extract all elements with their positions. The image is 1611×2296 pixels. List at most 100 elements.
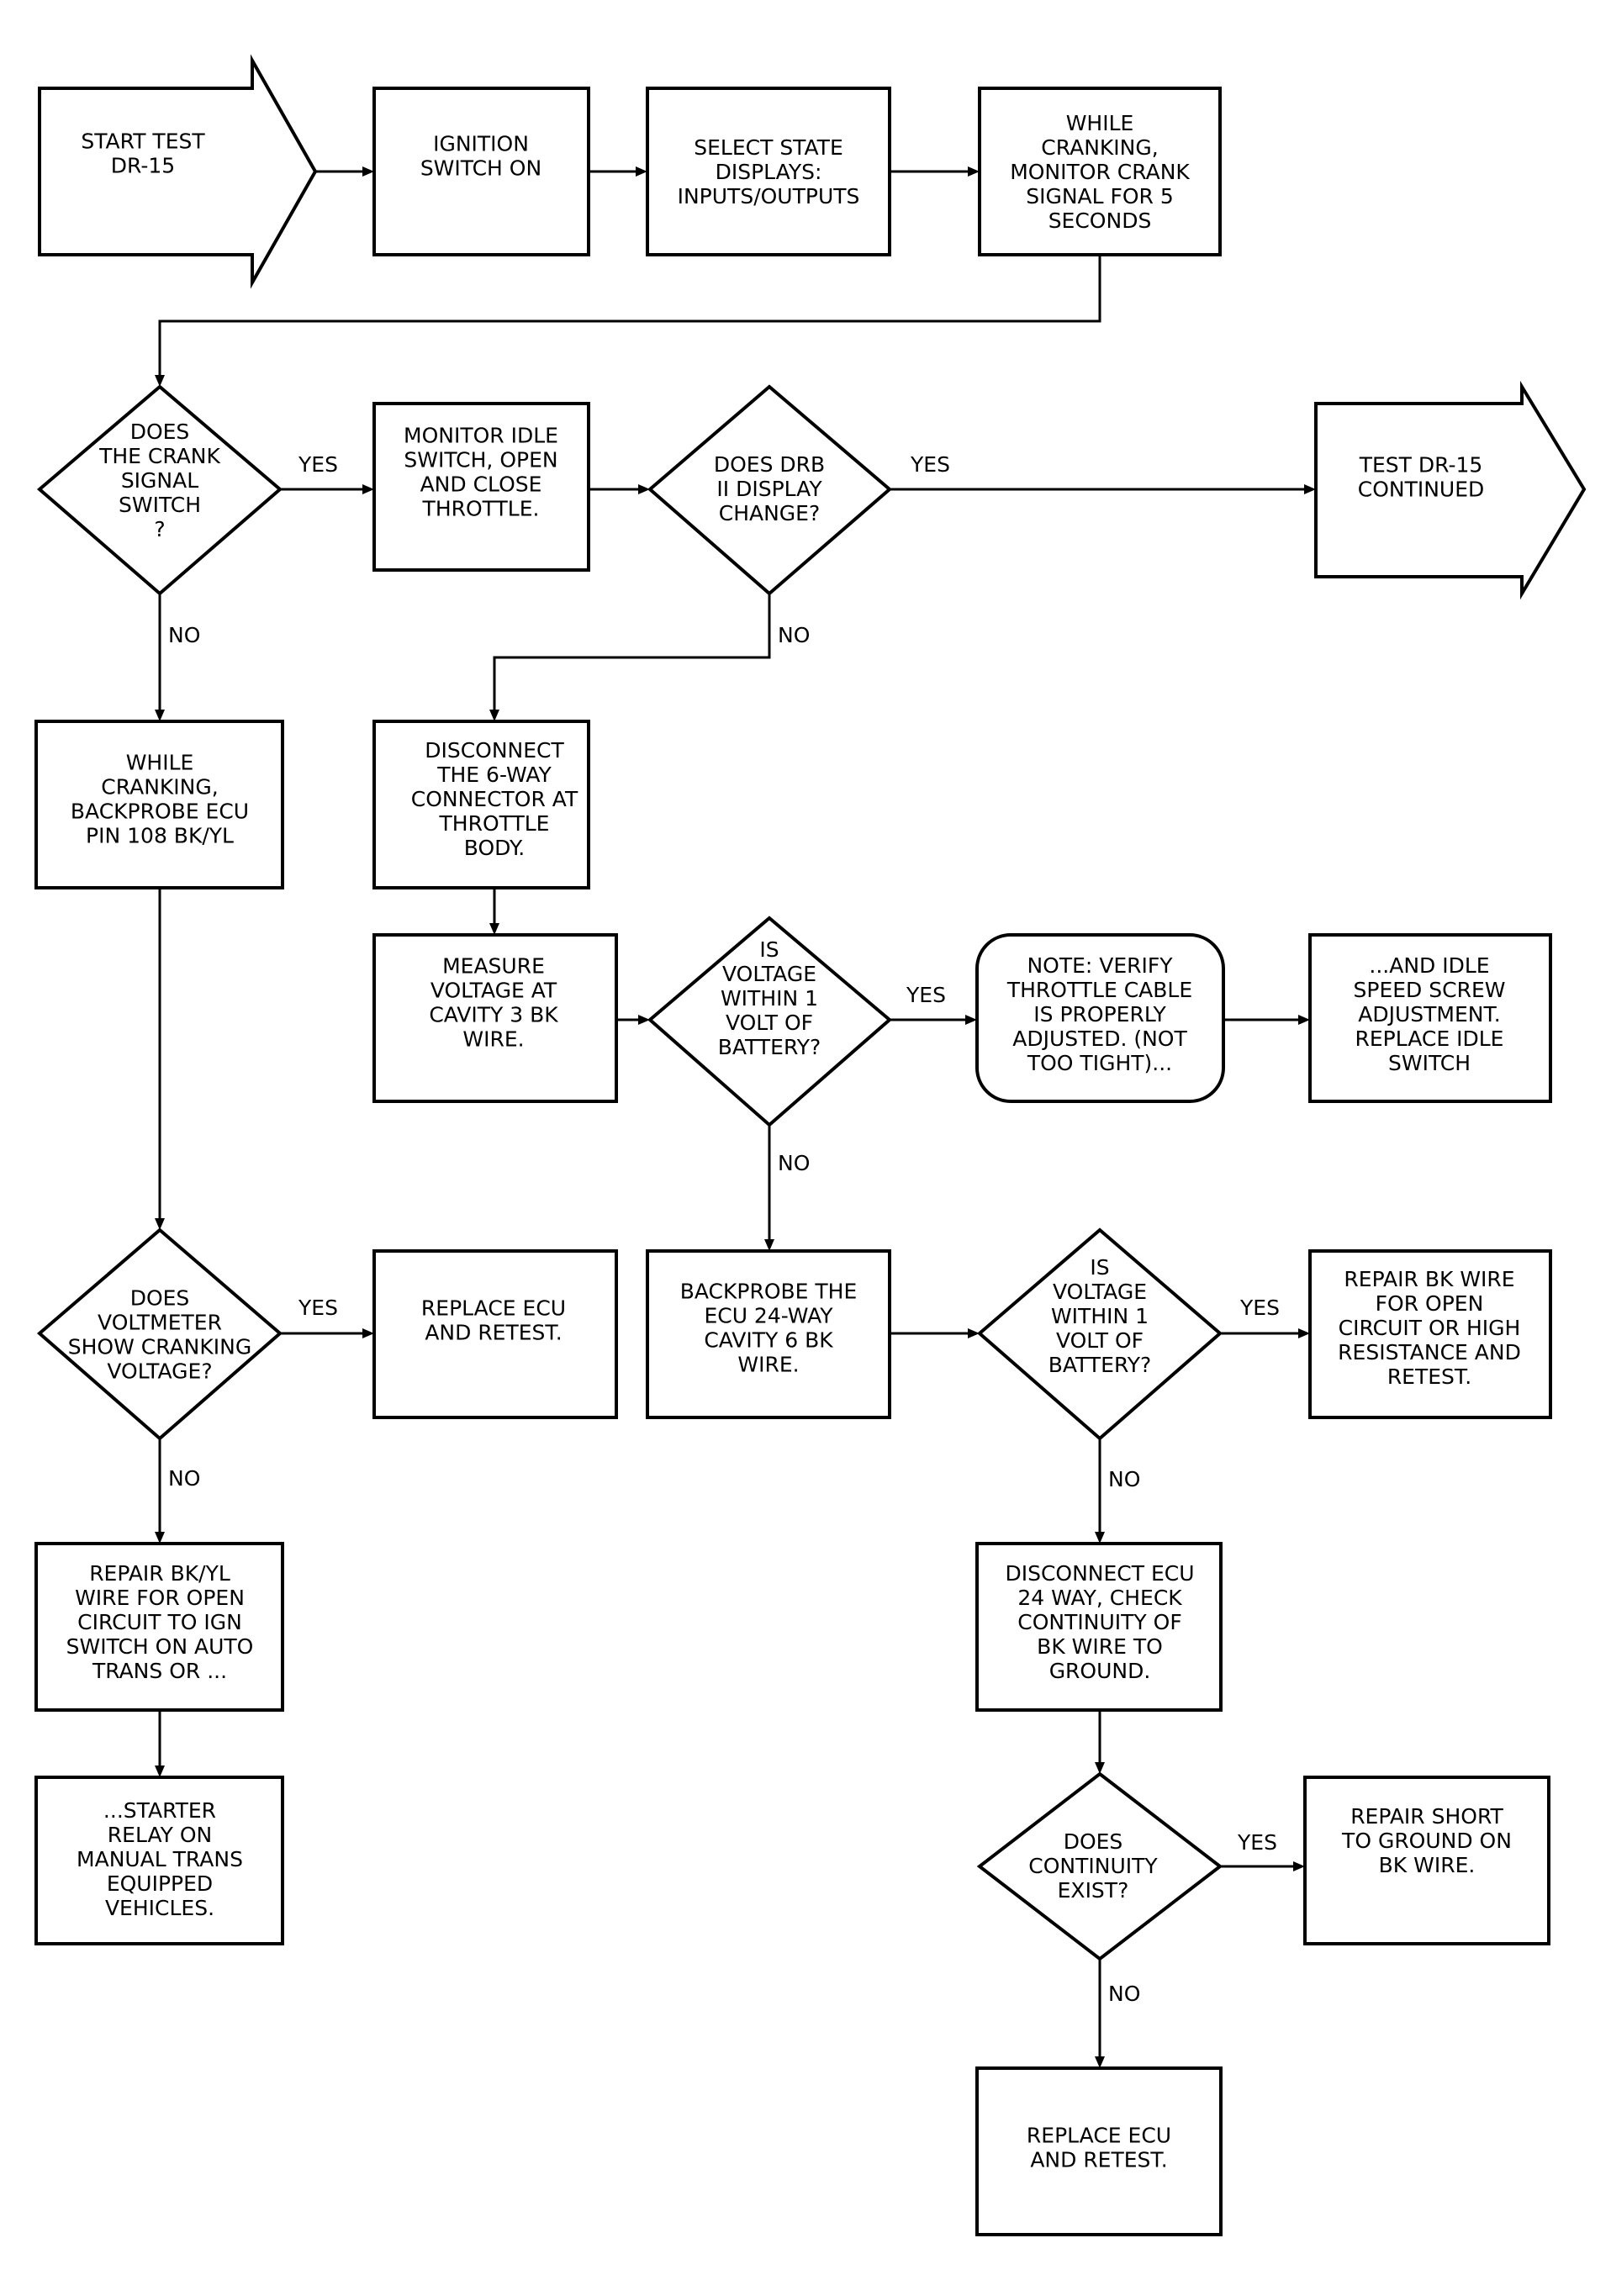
- replace-ecu-2-text-line: REPLACE ECU: [1027, 2124, 1171, 2148]
- crank-signal-decision-text-line: DOES: [130, 420, 190, 444]
- select-state-text-line: INPUTS/OUTPUTS: [678, 184, 860, 208]
- crank-signal-decision-text-line: ?: [154, 517, 165, 541]
- voltage2-decision-text-line: IS: [1090, 1255, 1109, 1280]
- replace-ecu-1-text-line: REPLACE ECU: [421, 1296, 566, 1321]
- voltage2-decision-text-line: BATTERY?: [1048, 1353, 1152, 1377]
- repair-short-text-line: TO GROUND ON: [1341, 1829, 1512, 1853]
- monitor-crank-text-line: CRANKING,: [1041, 135, 1158, 160]
- starter-relay-text-line: RELAY ON: [108, 1823, 212, 1847]
- disconnect-ecu24-text-line: DISCONNECT ECU: [1005, 1561, 1194, 1586]
- connector-drb-no: [493, 594, 771, 712]
- backprobe-108-text-line: BACKPROBE ECU: [71, 800, 249, 824]
- disconnect-ecu24-text-line: BK WIRE TO: [1037, 1634, 1163, 1659]
- backprobe-24way-text-line: WIRE.: [737, 1353, 799, 1377]
- repair-bkyl-text-line: WIRE FOR OPEN: [75, 1586, 245, 1610]
- repair-short-text-line: REPAIR SHORT: [1350, 1804, 1503, 1829]
- disconnect-6way-text-line: CONNECTOR AT: [411, 787, 578, 811]
- monitor-crank-text-line: WHILE: [1066, 111, 1134, 135]
- note-cable-text-line: IS PROPERLY: [1033, 1002, 1166, 1027]
- continuity-decision-text-line: CONTINUITY: [1028, 1854, 1158, 1878]
- backprobe-108-text-line: PIN 108 BK/YL: [86, 824, 234, 848]
- disconnect-ecu24-text-line: CONTINUITY OF: [1017, 1610, 1181, 1634]
- repair-open-text-line: RESISTANCE AND: [1338, 1340, 1521, 1364]
- starter-relay-text-line: VEHICLES.: [105, 1896, 214, 1920]
- voltage1-decision-text-line: BATTERY?: [718, 1035, 821, 1059]
- monitor-crank-text-line: SECONDS: [1048, 208, 1152, 233]
- repair-open-text-line: CIRCUIT OR HIGH: [1339, 1316, 1521, 1340]
- ignition-on-text-line: SWITCH ON: [420, 156, 541, 181]
- continuity-no-label: NO: [1108, 1982, 1140, 2006]
- voltage2-decision-text-line: VOLTAGE: [1053, 1280, 1147, 1304]
- start-node-text-line: DR-15: [111, 154, 175, 178]
- note-cable-text-line: ADJUSTED. (NOT: [1012, 1027, 1187, 1051]
- select-state-text-line: DISPLAYS:: [716, 160, 822, 184]
- starter-relay-text-line: ...STARTER: [103, 1798, 216, 1823]
- voltage1-decision-text-line: IS: [759, 937, 779, 962]
- ignition-on-text-line: IGNITION: [433, 132, 529, 156]
- repair-open-text-line: RETEST.: [1387, 1364, 1471, 1389]
- measure-cavity3-text-line: VOLTAGE AT: [430, 979, 557, 1003]
- disconnect-6way-text-line: THE 6-WAY: [436, 763, 552, 787]
- select-state-text-line: SELECT STATE: [694, 135, 843, 160]
- drb-display-decision-text-line: II DISPLAY: [716, 477, 822, 501]
- crank-no-label: NO: [168, 623, 200, 647]
- crank-signal-decision-text-line: THE CRANK: [98, 444, 220, 468]
- monitor-crank-text-line: SIGNAL FOR 5: [1026, 184, 1174, 208]
- drb-display-decision-text-line: CHANGE?: [719, 501, 821, 525]
- monitor-idle-text-line: AND CLOSE: [420, 472, 542, 497]
- voltage2-yes-label: YES: [1239, 1296, 1280, 1320]
- repair-bkyl-text-line: SWITCH ON AUTO: [66, 1634, 254, 1659]
- replace-ecu-1-text-line: AND RETEST.: [425, 1321, 562, 1345]
- idle-speed-text-line: ...AND IDLE: [1369, 953, 1489, 978]
- repair-short-text-line: BK WIRE.: [1379, 1853, 1476, 1877]
- monitor-crank-text-line: MONITOR CRANK: [1010, 160, 1190, 184]
- voltmeter-yes-label: YES: [298, 1296, 338, 1320]
- backprobe-108-text-line: CRANKING,: [101, 775, 218, 800]
- note-cable-text-line: THROTTLE CABLE: [1006, 978, 1192, 1002]
- continuity-decision-text-line: EXIST?: [1058, 1878, 1129, 1903]
- voltage2-decision-text-line: WITHIN 1: [1051, 1304, 1149, 1328]
- repair-open-text-line: FOR OPEN: [1376, 1291, 1484, 1316]
- voltage2-no-label: NO: [1108, 1467, 1140, 1491]
- starter-relay-text-line: MANUAL TRANS: [77, 1847, 243, 1871]
- voltage1-decision-text-line: VOLT OF: [726, 1011, 813, 1035]
- disconnect-ecu24-text-line: 24 WAY, CHECK: [1017, 1586, 1182, 1610]
- measure-cavity3-text-line: CAVITY 3 BK: [429, 1003, 558, 1027]
- voltage2-decision-text-line: VOLT OF: [1056, 1328, 1144, 1353]
- crank-signal-decision-text-line: SIGNAL: [121, 468, 198, 493]
- note-cable-text-line: NOTE: VERIFY: [1027, 953, 1173, 978]
- measure-cavity3-text-line: MEASURE: [442, 954, 545, 979]
- idle-speed-text-line: SPEED SCREW: [1354, 978, 1506, 1002]
- idle-speed-text-line: ADJUSTMENT.: [1358, 1002, 1500, 1027]
